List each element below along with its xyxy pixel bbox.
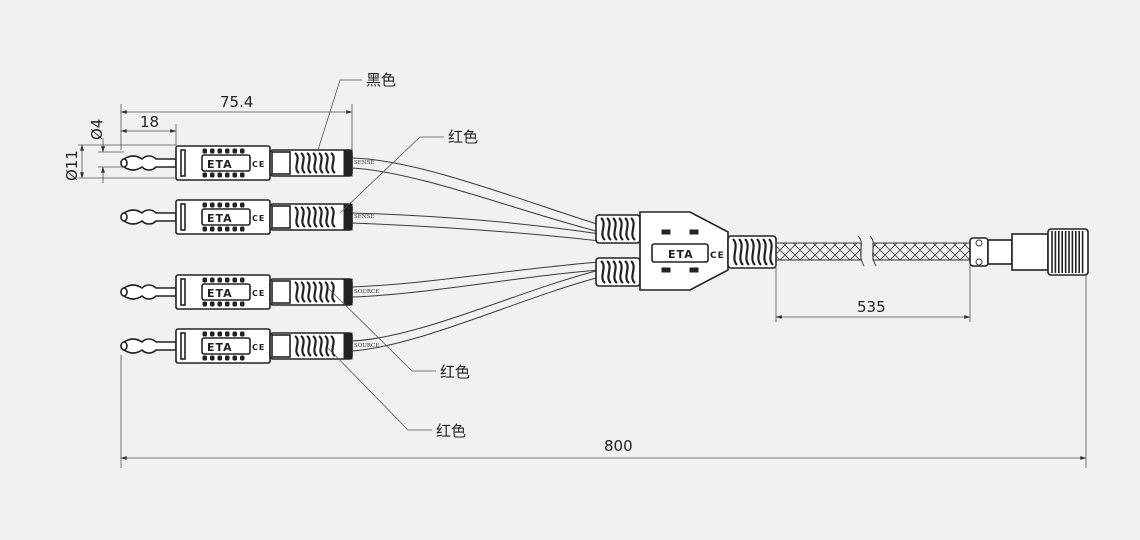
splitter-strain-relief-upper	[595, 214, 641, 244]
dim-plug-length: 75.4	[220, 93, 253, 111]
plug-ce-mark: CE	[252, 343, 265, 352]
banana-plugs: ETA CE SENSE ETA CE SENSE ETA CE SOURCE ETA CE SOUR…	[120, 145, 379, 364]
sleeve-label: SENSE	[354, 160, 374, 166]
splitter-strain-relief-lower	[595, 257, 641, 287]
plug-ce-mark: CE	[252, 289, 265, 298]
sleeve-label: SOURCE	[354, 343, 379, 349]
dim-braid-length: 535	[857, 298, 886, 316]
wires	[351, 157, 601, 352]
callout-black: 黑色	[366, 71, 396, 89]
plug-ce-mark: CE	[252, 160, 265, 169]
splitter-ce-mark: CE	[710, 251, 725, 261]
banana-plug-2: ETA CE SENSE	[120, 199, 374, 235]
banana-plug-1: ETA CE SENSE	[120, 145, 374, 181]
splitter-brand: ETA	[668, 248, 694, 261]
plug-brand: ETA	[207, 212, 233, 225]
sleeve-label: SOURCE	[354, 289, 379, 295]
callout-red-3: 红色	[436, 422, 466, 440]
plug-brand: ETA	[207, 158, 233, 171]
plug-brand: ETA	[207, 287, 233, 300]
splitter: ETA CE	[595, 211, 777, 291]
dim-pin-diameter: Ø4	[88, 119, 106, 140]
callout-red-2: 红色	[440, 363, 470, 381]
dimensions: 75.4 18 Ø4 Ø11 535 800	[63, 93, 1087, 468]
callouts: 黑色 红色 红色 红色	[317, 71, 478, 440]
plug-brand: ETA	[207, 341, 233, 354]
circular-connector	[969, 228, 1089, 276]
splitter-exit-boot	[727, 235, 777, 269]
braided-cable	[775, 235, 971, 267]
plug-ce-mark: CE	[252, 214, 265, 223]
callout-red-1: 红色	[448, 128, 478, 146]
dim-body-diameter: Ø11	[63, 150, 81, 181]
dim-overall-length: 800	[604, 437, 633, 455]
banana-plug-4: ETA CE SOURCE	[120, 328, 379, 364]
sleeve-label: SENSE	[354, 214, 374, 220]
dim-tip-length: 18	[140, 113, 159, 131]
banana-plug-3: ETA CE SOURCE	[120, 274, 379, 310]
